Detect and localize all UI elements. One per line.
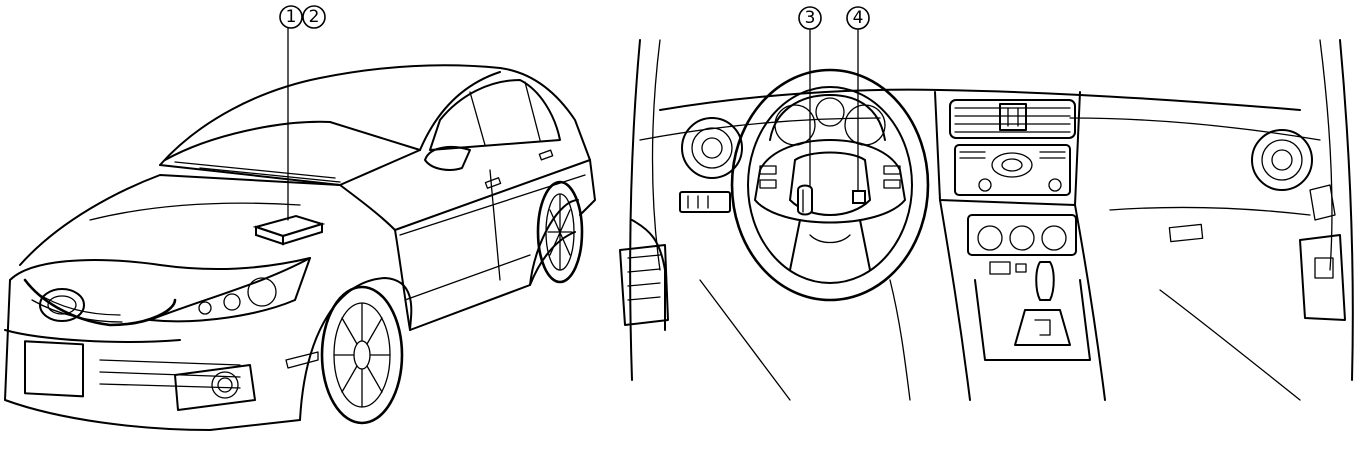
hood-component-box	[252, 214, 326, 246]
left-air-vent	[681, 117, 743, 179]
center-vent	[949, 99, 1076, 139]
right-air-vent	[1251, 129, 1313, 191]
steering-component-4	[852, 190, 866, 204]
gear-shifter	[1035, 261, 1055, 301]
steering-wheel	[730, 68, 930, 302]
callout-2: 2	[302, 5, 326, 29]
callout-1-label: 1	[286, 7, 297, 27]
car-exterior-illustration	[4, 27, 596, 431]
callout-4-label: 4	[853, 8, 864, 28]
callout-3-label: 3	[805, 8, 816, 28]
climate-panel	[967, 214, 1077, 256]
callout-2-label: 2	[309, 7, 320, 27]
steering-component-3	[797, 184, 813, 216]
callout-4: 4	[846, 6, 870, 30]
audio-panel	[954, 144, 1071, 196]
dashboard-interior-illustration	[619, 29, 1354, 401]
callout-1: 1	[279, 5, 303, 29]
callout-3: 3	[798, 6, 822, 30]
glovebox-handle	[1168, 223, 1204, 243]
